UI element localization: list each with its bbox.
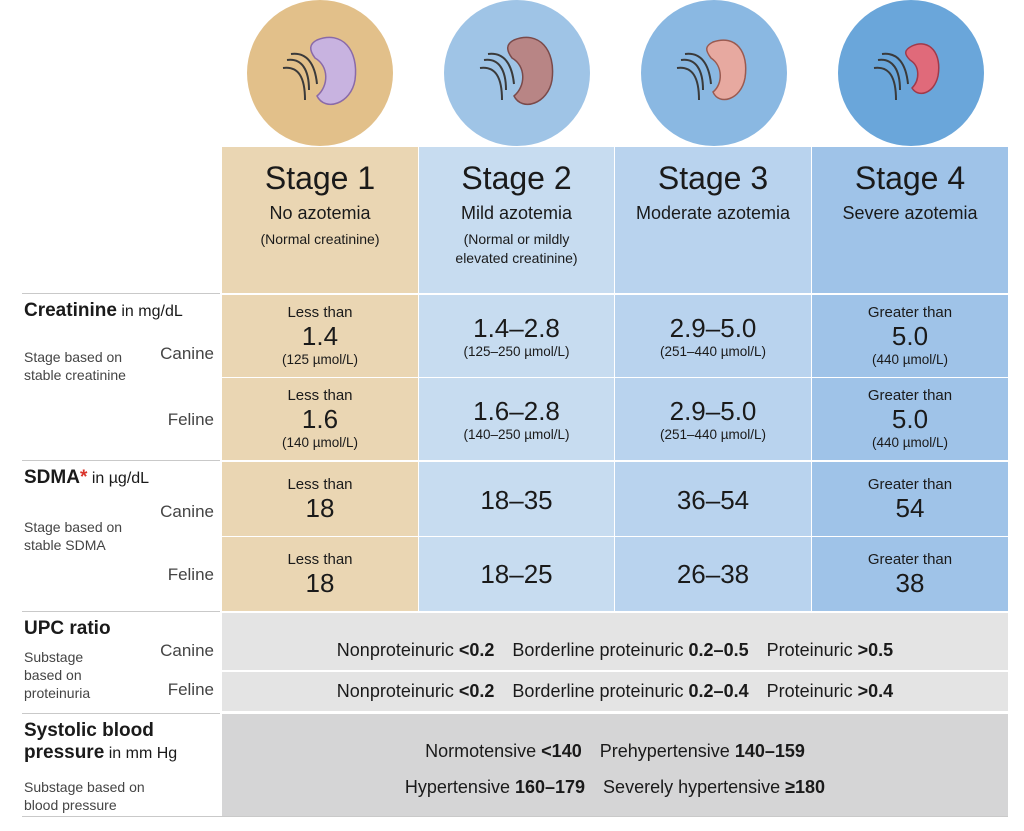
- stage-subtitle: No azotemia: [269, 203, 371, 223]
- sdma-heading: SDMA* in µg/dL: [24, 467, 150, 488]
- creatinine-canine-stage4: Greater than 5.0 (440 µmol/L): [867, 304, 953, 367]
- upc-canine-label: Canine: [160, 641, 214, 660]
- creatinine-canine-label: Canine: [160, 344, 214, 363]
- stage2-column: [419, 147, 614, 611]
- stage4-header: Stage 4 Severe azotemia: [812, 160, 1008, 290]
- sdma-canine-stage2: 18–35: [480, 484, 553, 515]
- bp-panel: [222, 714, 1008, 816]
- stage-title: Stage 4: [854, 160, 966, 196]
- sdma-feline-stage4: Greater than 38: [867, 550, 953, 598]
- creatinine-heading: Creatinine in mg/dL: [24, 300, 183, 321]
- creatinine-feline-stage1: Less than 1.6 (140 µmol/L): [281, 387, 359, 450]
- stage-title: Stage 3: [657, 160, 769, 196]
- upc-feline-label: Feline: [167, 680, 214, 699]
- stage-subtitle: Severe azotemia: [842, 203, 978, 223]
- bp-heading: Systolic blood pressure in mm Hg: [24, 720, 178, 763]
- stage-title: Stage 2: [461, 160, 572, 196]
- sdma-desc: Stage based on stable SDMA: [24, 519, 123, 553]
- creatinine-canine-stage1: Less than 1.4 (125 µmol/L): [281, 304, 359, 367]
- kidney-healthy-icon: [247, 0, 393, 146]
- creatinine-feline-stage2: 1.6–2.8 (140–250 µmol/L): [463, 395, 570, 442]
- upc-feline-row: Nonproteinuric <0.2 Borderline proteinur…: [336, 680, 894, 701]
- stage3-column: [615, 147, 811, 611]
- upc-panel: [222, 613, 1008, 711]
- kidney-moderate-icon: [641, 0, 787, 146]
- upc-canine-row: Nonproteinuric <0.2 Borderline proteinur…: [336, 639, 894, 660]
- kidney-severe-icon: [838, 0, 984, 146]
- upc-heading: UPC ratio: [24, 618, 111, 639]
- creatinine-canine-stage3: 2.9–5.0 (251–440 µmol/L): [659, 312, 767, 359]
- stage-note: (Normal creatinine): [260, 231, 380, 247]
- creatinine-feline-label: Feline: [167, 410, 214, 429]
- sdma-canine-stage4: Greater than 54: [867, 476, 953, 523]
- stage3-header: Stage 3 Moderate azotemia: [615, 160, 811, 290]
- bp-row-2: Hypertensive 160–179 Severely hypertensi…: [404, 776, 826, 797]
- sdma-feline-stage2: 18–25: [480, 559, 553, 589]
- sdma-feline-label: Feline: [167, 565, 214, 584]
- stage1-column: [222, 147, 418, 611]
- stage-note: (Normal or mildly elevated creatinine): [455, 231, 578, 266]
- stage4-column: [812, 147, 1008, 611]
- stage-subtitle: Moderate azotemia: [635, 203, 791, 223]
- stage2-header: Stage 2 Mild azotemia (Normal or mildly …: [419, 160, 614, 290]
- stage-title: Stage 1: [264, 160, 376, 196]
- sdma-canine-stage3: 36–54: [676, 484, 750, 515]
- upc-desc: Substage based on proteinuria: [24, 649, 91, 701]
- creatinine-feline-stage3: 2.9–5.0 (251–440 µmol/L): [659, 395, 767, 442]
- creatinine-canine-stage2: 1.4–2.8 (125–250 µmol/L): [463, 312, 570, 359]
- bp-row-1: Normotensive <140 Prehypertensive 140–15…: [425, 740, 805, 761]
- creatinine-desc: Stage based on stable creatinine: [24, 349, 126, 383]
- creatinine-feline-stage4: Greater than 5.0 (440 µmol/L): [867, 387, 953, 450]
- stage-subtitle: Mild azotemia: [460, 203, 573, 223]
- bp-desc: Substage based on blood pressure: [24, 779, 145, 813]
- sdma-feline-stage1: Less than 18: [287, 550, 353, 598]
- stage1-header: Stage 1 No azotemia (Normal creatinine): [222, 160, 418, 290]
- sdma-canine-label: Canine: [160, 502, 214, 521]
- kidney-mild-icon: [444, 0, 590, 146]
- sdma-canine-stage1: Less than 18: [287, 476, 353, 523]
- sdma-feline-stage3: 26–38: [676, 559, 750, 589]
